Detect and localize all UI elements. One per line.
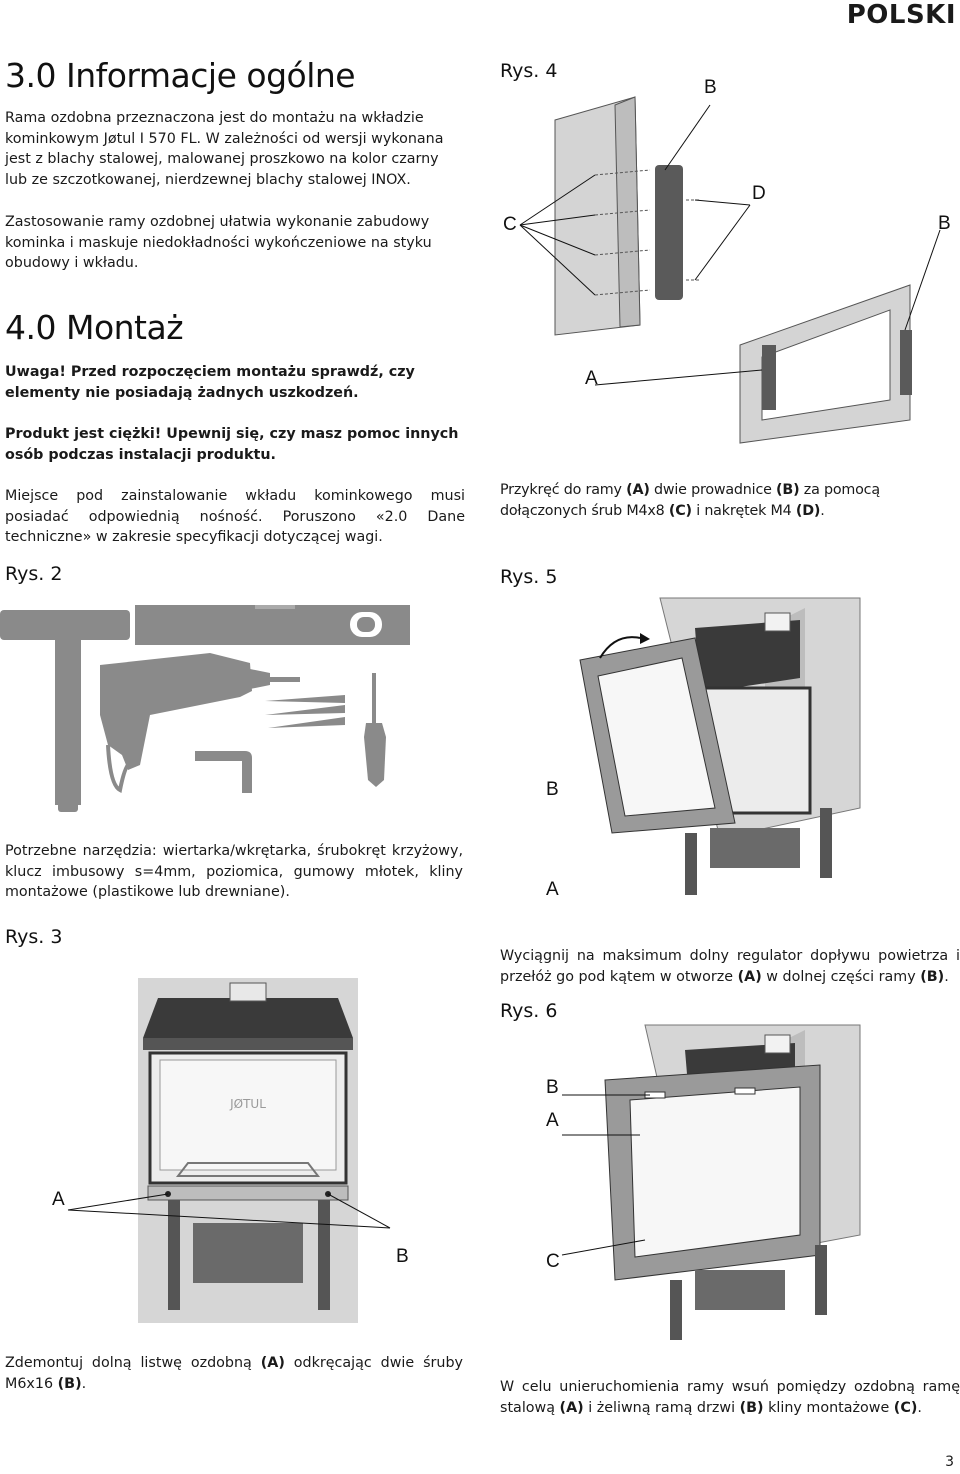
tools-illustration <box>0 605 410 812</box>
drill-icon <box>100 653 300 793</box>
spirit-level-icon <box>135 605 410 645</box>
section-4-title: 4.0 Montaż <box>5 308 184 347</box>
figure-5-label-a: A <box>546 879 559 900</box>
language-label: POLSKI <box>846 0 956 30</box>
figure-3-label-b: B <box>396 1246 409 1267</box>
figure-4-label-d: D <box>752 183 766 204</box>
figure-4-label-a: A <box>585 368 598 389</box>
figure-6-label-b: B <box>546 1077 559 1098</box>
figure-2-text: Potrzebne narzędzia: wiertarka/wkrętarka… <box>5 843 463 900</box>
figure-6-label-c: C <box>546 1251 560 1272</box>
section-3-paragraph-2: Zastosowanie ramy ozdobnej ułatwia wykon… <box>5 214 432 271</box>
figure-6-text: W celu unieruchomienia ramy wsuń pomiędz… <box>500 1379 960 1416</box>
rubber-mallet-icon <box>0 610 130 812</box>
page-number: 3 <box>945 1454 954 1470</box>
screwdriver-icon <box>364 673 386 787</box>
figure-4-caption: Rys. 4 <box>500 60 558 82</box>
figure-3-illustration: JØTUL <box>67 978 391 1323</box>
figure-3-text: Zdemontuj dolną listwę ozdobną (A) odkrę… <box>5 1355 464 1392</box>
wedges-icon <box>265 695 345 728</box>
section-4-paragraph: Miejsce pod zainstalowanie wkładu komink… <box>5 488 465 545</box>
figure-5-illustration <box>579 597 861 895</box>
figure-6-caption: Rys. 6 <box>500 1000 558 1022</box>
warning-heavy: Produkt jest ciężki! Upewnij się, czy ma… <box>5 426 459 463</box>
figure-4-text: Przykręć do ramy (A) dwie prowadnice (B)… <box>500 482 880 519</box>
figure-3-caption: Rys. 3 <box>5 926 63 948</box>
figure-4-illustration <box>519 96 941 444</box>
section-3-paragraph-1: Rama ozdobna przeznaczona jest do montaż… <box>5 110 444 188</box>
figure-4-label-b-right: B <box>938 213 951 234</box>
figure-4-label-b-top: B <box>704 77 717 98</box>
figure-4-label-c: C <box>503 214 517 235</box>
figure-6-illustration <box>561 1024 861 1340</box>
warning-damage: Uwaga! Przed rozpoczęciem montażu sprawd… <box>5 364 415 401</box>
allen-key-icon <box>195 751 252 793</box>
figure-2-caption: Rys. 2 <box>5 563 63 585</box>
section-3-title: 3.0 Informacje ogólne <box>5 56 356 95</box>
figure-5-text: Wyciągnij na maksimum dolny regulator do… <box>500 948 960 985</box>
figure-3-label-a: A <box>52 1189 65 1210</box>
figure-5-caption: Rys. 5 <box>500 566 558 588</box>
figure-6-label-a: A <box>546 1110 559 1131</box>
jotul-logo-icon: JØTUL <box>229 1097 266 1111</box>
figure-5-label-b: B <box>546 779 559 800</box>
